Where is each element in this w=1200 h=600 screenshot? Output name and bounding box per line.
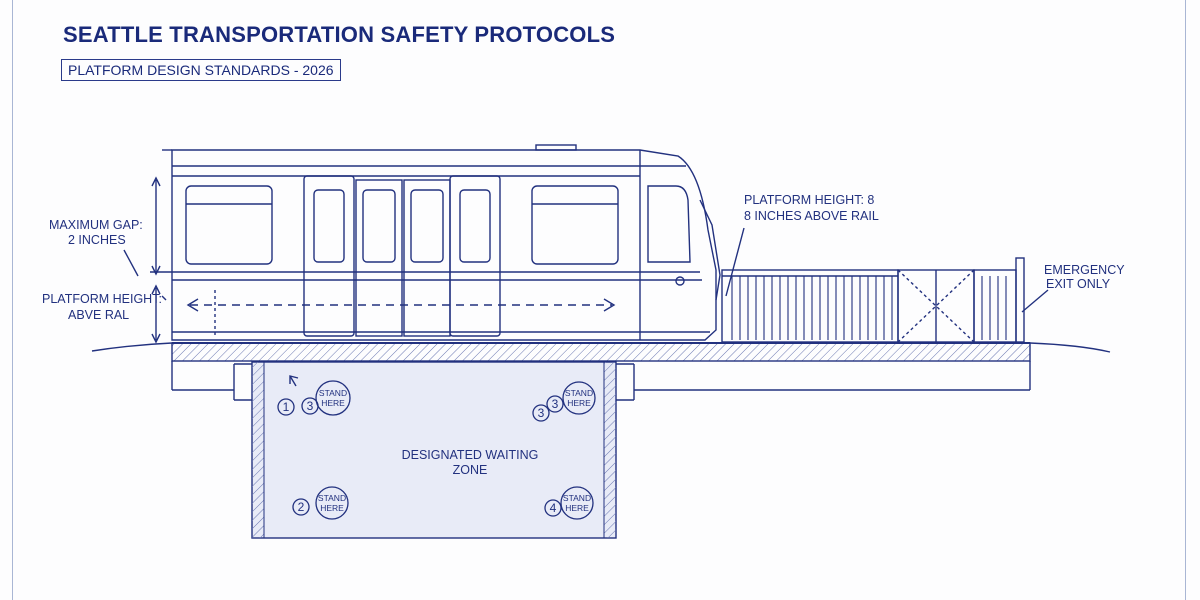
svg-text:STAND: STAND	[563, 493, 591, 503]
stand-here-markers	[277, 380, 596, 520]
stand-here-marker-1	[315, 380, 351, 416]
page-title: SEATTLE TRANSPORTATION SAFETY PROTOCOLS	[63, 22, 616, 47]
svg-text:3: 3	[538, 406, 545, 420]
svg-text:HERE: HERE	[565, 503, 589, 513]
emergency-exit-line2: EXIT ONLY	[1046, 277, 1111, 291]
svg-text:HERE: HERE	[321, 398, 345, 408]
marker-number-2	[292, 498, 310, 516]
leader-emergency-exit	[1021, 289, 1049, 313]
ground-line-left	[91, 342, 173, 352]
platform-height-right-line2: 8 INCHES ABOVE RAIL	[744, 209, 879, 223]
roof-unit	[535, 144, 577, 151]
stand-here-marker-2	[562, 381, 596, 415]
cab-window	[647, 185, 691, 263]
svg-text:3: 3	[552, 397, 559, 411]
marker-number-1-text: 1	[283, 400, 290, 414]
svg-text:STAND: STAND	[319, 388, 347, 398]
svg-text:4: 4	[550, 501, 557, 515]
svg-text:STAND: STAND	[318, 493, 346, 503]
svg-text:STAND: STAND	[565, 388, 593, 398]
sheet-border	[12, 0, 1186, 600]
designated-waiting-zone	[251, 361, 617, 539]
emergency-exit-line1: EMERGENCY	[1044, 263, 1125, 277]
door-1	[303, 175, 355, 337]
svg-text:HERE: HERE	[567, 398, 591, 408]
stand-here-marker-4	[560, 486, 594, 520]
leader-platform-height	[725, 227, 745, 297]
window-left	[185, 185, 273, 265]
window-right	[531, 185, 619, 265]
marker-number-4	[544, 499, 562, 517]
page-subtitle: PLATFORM DESIGN STANDARDS - 2026	[61, 59, 341, 81]
waiting-zone-label-line1: DESIGNATED WAITING	[402, 448, 539, 462]
marker-number-1	[277, 398, 295, 416]
gate-bars	[731, 276, 893, 340]
platform-height-right-line1: PLATFORM HEIGHT: 8	[744, 193, 874, 207]
headlight	[675, 276, 685, 286]
svg-text:2: 2	[298, 500, 305, 514]
train-body	[171, 149, 717, 341]
platform-height-left-line2: ABVE RAL	[68, 308, 129, 322]
door-4	[449, 175, 501, 337]
platform-slab	[171, 342, 1031, 362]
svg-text:HERE: HERE	[320, 503, 344, 513]
stand-here-marker-3	[315, 486, 349, 520]
waiting-zone-label-line2: ZONE	[453, 463, 488, 477]
gate-post	[1015, 257, 1025, 343]
door-2	[355, 179, 403, 337]
max-gap-label-line2: 2 INCHES	[68, 233, 126, 247]
max-gap-label-line1: MAXIMUM GAP:	[49, 218, 143, 232]
ground-line-right	[1029, 342, 1111, 353]
platform-height-left-line1: PLATFORM HEIGHT:	[42, 292, 162, 306]
svg-text:3: 3	[307, 399, 314, 413]
